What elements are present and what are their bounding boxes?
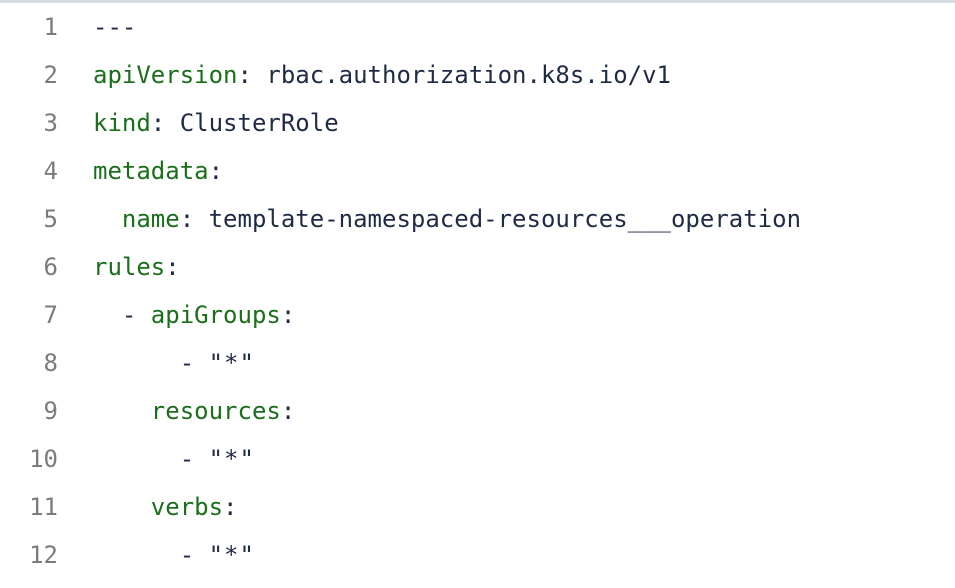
line-number: 8: [43, 349, 58, 377]
code-line-9: 9 resources:: [0, 387, 955, 435]
code-editor[interactable]: 1 --- 2 apiVersion: rbac.authorization.k…: [0, 3, 955, 588]
code-line-1: 1 ---: [0, 3, 955, 51]
code-text: name: template-namespaced-resources___op…: [121, 205, 802, 233]
line-number: 2: [43, 61, 58, 89]
yaml-key: name: [121, 205, 180, 233]
line-number: 6: [43, 253, 58, 281]
code-text: metadata:: [93, 157, 224, 185]
code-text: apiVersion: rbac.authorization.k8s.io/v1: [93, 61, 671, 89]
code-text: - "*": [93, 349, 255, 377]
yaml-key: kind: [93, 109, 151, 137]
line-number: 11: [29, 493, 58, 521]
yaml-key: verbs: [150, 493, 224, 521]
code-text: - "*": [93, 445, 255, 473]
line-number: 10: [29, 445, 58, 473]
code-line-4: 4 metadata:: [0, 147, 955, 195]
yaml-string: "*": [208, 445, 255, 473]
code-text: - "*": [93, 541, 255, 569]
code-text: ---: [93, 13, 136, 41]
yaml-value: ClusterRole: [179, 109, 339, 137]
top-border: [0, 0, 955, 3]
code-text: verbs:: [150, 493, 238, 521]
yaml-key: metadata: [93, 157, 209, 185]
line-number: 4: [43, 157, 58, 185]
code-line-12: 12 - "*": [0, 531, 955, 579]
code-line-6: 6 rules:: [0, 243, 955, 291]
code-line-3: 3 kind: ClusterRole: [0, 99, 955, 147]
yaml-string: "*": [208, 349, 255, 377]
code-line-10: 10 - "*": [0, 435, 955, 483]
code-text: - apiGroups:: [93, 301, 296, 329]
code-text: kind: ClusterRole: [93, 109, 339, 137]
yaml-key: resources: [150, 397, 281, 425]
yaml-key: rules: [93, 253, 166, 281]
document-separator: ---: [93, 13, 137, 41]
code-text: rules:: [93, 253, 180, 281]
yaml-value: rbac.authorization.k8s.io/v1: [266, 61, 671, 89]
code-line-11: 11 verbs:: [0, 483, 955, 531]
line-number: 3: [43, 109, 58, 137]
code-line-5: 5 name: template-namespaced-resources___…: [0, 195, 955, 243]
code-line-7: 7 - apiGroups:: [0, 291, 955, 339]
yaml-key: apiVersion: [93, 61, 238, 89]
yaml-value: template-namespaced-resources___operatio…: [208, 205, 802, 233]
code-line-2: 2 apiVersion: rbac.authorization.k8s.io/…: [0, 51, 955, 99]
line-number: 7: [43, 301, 58, 329]
line-number: 9: [43, 397, 58, 425]
line-number: 5: [43, 205, 58, 233]
line-number: 1: [43, 13, 58, 41]
yaml-string: "*": [208, 541, 255, 569]
yaml-key: apiGroups: [150, 301, 281, 329]
code-line-8: 8 - "*": [0, 339, 955, 387]
code-text: resources:: [150, 397, 296, 425]
line-number: 12: [29, 541, 58, 569]
